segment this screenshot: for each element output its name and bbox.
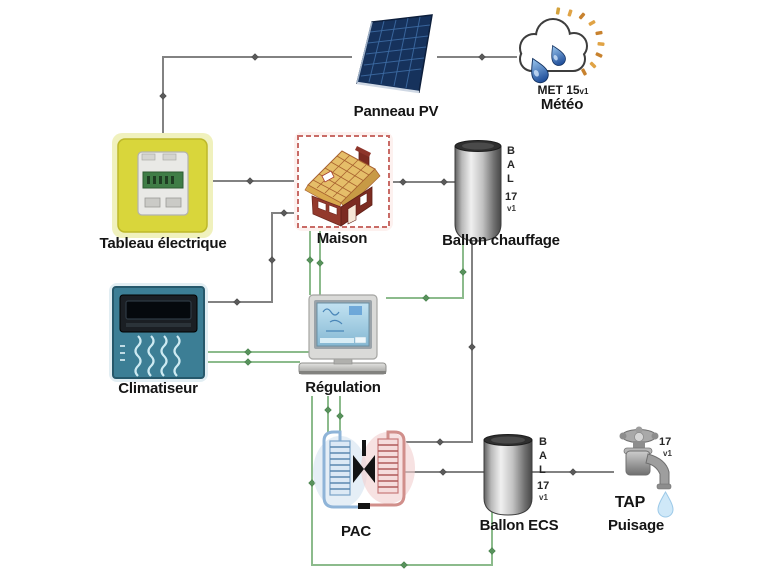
airflow-waves-icon	[134, 335, 181, 377]
meteo-code-version: v1	[579, 87, 589, 96]
ballon-chauffage-label: Ballon chauffage	[442, 232, 560, 249]
evaporator-coil	[329, 440, 351, 496]
compressor-icon	[353, 440, 375, 509]
tap-label: TAP	[614, 494, 646, 511]
link-pv-tableau[interactable]	[162, 56, 352, 139]
meteo-label: Météo	[540, 96, 584, 113]
ballon-ecs-label: Ballon ECS	[479, 517, 559, 534]
pac-label: PAC	[341, 523, 371, 540]
climatiseur-label: Climatiseur	[118, 380, 198, 397]
condenser-coil	[377, 438, 399, 494]
climatiseur-icon[interactable]	[109, 283, 208, 382]
electric-meter-icon	[137, 151, 189, 216]
link-ballon-chauffage-regulation[interactable]	[386, 230, 464, 299]
ballon-chauffage-tag-number: 17	[505, 191, 518, 203]
link-ballon-chauffage-pac[interactable]	[406, 230, 473, 443]
meteo-code-text: MET 15	[537, 83, 580, 97]
puisage-label: Puisage	[607, 517, 665, 534]
ac-unit-icon	[119, 294, 198, 333]
panneau-pv-label: Panneau PV	[353, 103, 439, 120]
flow-arrows	[159, 53, 577, 569]
puisage-tag-version: v1	[663, 449, 672, 458]
panneau-pv-icon[interactable]	[356, 14, 433, 94]
regulation-icon[interactable]	[298, 294, 387, 375]
meteo-icon[interactable]	[519, 7, 605, 85]
regulation-label: Régulation	[305, 379, 381, 396]
ballon-chauffage-tag: B A L	[507, 145, 515, 185]
tap-icon[interactable]	[619, 426, 674, 518]
ballon-ecs-icon[interactable]	[483, 434, 533, 516]
ballon-ecs-tag: B A L	[539, 436, 547, 476]
ballon-chauffage-icon[interactable]	[454, 140, 502, 242]
ballon-chauffage-tag-version: v1	[507, 204, 516, 213]
tableau-electrique-icon[interactable]	[112, 133, 213, 238]
maison-label: Maison	[316, 230, 368, 247]
house-icon	[304, 146, 381, 227]
link-climatiseur-maison[interactable]	[204, 212, 298, 303]
meteo-code: MET 15v1	[538, 83, 589, 97]
ballon-ecs-tag-number: 17	[537, 480, 550, 492]
tableau-electrique-label: Tableau électrique	[99, 235, 227, 252]
puisage-tag-number: 17	[659, 436, 672, 448]
maison-icon[interactable]	[294, 132, 393, 231]
ballon-ecs-tag-version: v1	[539, 493, 548, 502]
sun-icon	[555, 7, 605, 76]
screen-content	[320, 306, 367, 344]
water-drop-icon	[657, 490, 674, 518]
raindrops-icon	[531, 44, 566, 84]
pac-icon[interactable]	[313, 430, 415, 509]
